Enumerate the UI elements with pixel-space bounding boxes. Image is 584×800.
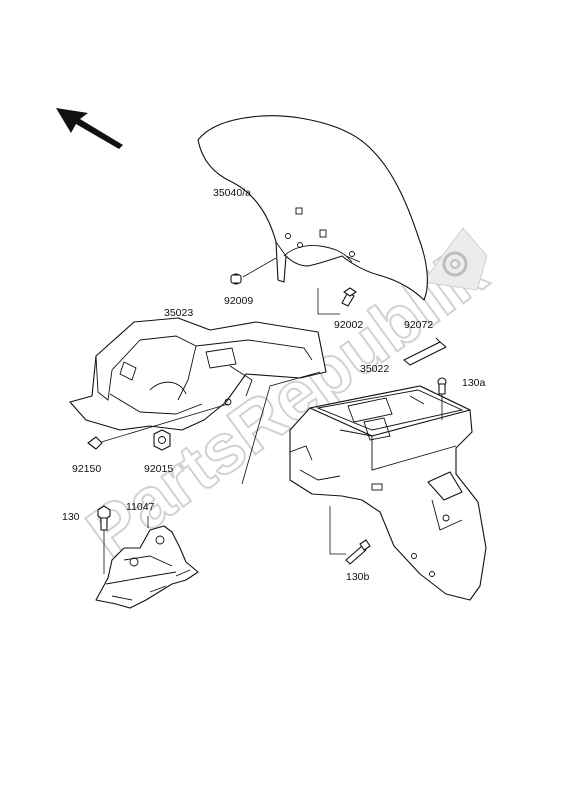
label-band-92072: 92072 xyxy=(404,319,433,331)
label-bolt-130b: 130b xyxy=(346,571,370,583)
label-bracket-11047: 11047 xyxy=(126,501,155,513)
inner-fender xyxy=(69,317,327,431)
bolt-92002 xyxy=(317,287,357,315)
leader-line xyxy=(241,371,321,485)
bolt-92150 xyxy=(87,403,229,450)
bolt-92009 xyxy=(230,257,277,285)
label-bolt-92002: 92002 xyxy=(334,319,363,331)
label-bolt-130: 130 xyxy=(62,511,80,523)
direction-arrow-icon xyxy=(56,108,123,149)
label-bolt-130a: 130a xyxy=(462,377,486,389)
front-fender xyxy=(197,115,428,301)
gear-icon xyxy=(422,227,488,291)
bracket-11047 xyxy=(95,516,199,609)
label-bolt-92009: 92009 xyxy=(224,295,253,307)
label-bolt-92150: 92150 xyxy=(72,463,101,475)
nut-92015 xyxy=(153,429,171,451)
bolt-130a xyxy=(437,377,447,420)
label-nut-92015: 92015 xyxy=(144,463,173,475)
label-inner-fender: 35023 xyxy=(164,307,193,319)
label-front-fender: 35040/a xyxy=(213,187,251,199)
battery-case-rear-fender xyxy=(289,385,487,601)
bolt-130 xyxy=(97,505,111,574)
label-battery-case: 35022 xyxy=(360,363,389,375)
band-92072 xyxy=(403,337,447,366)
bolt-130b xyxy=(329,506,371,565)
